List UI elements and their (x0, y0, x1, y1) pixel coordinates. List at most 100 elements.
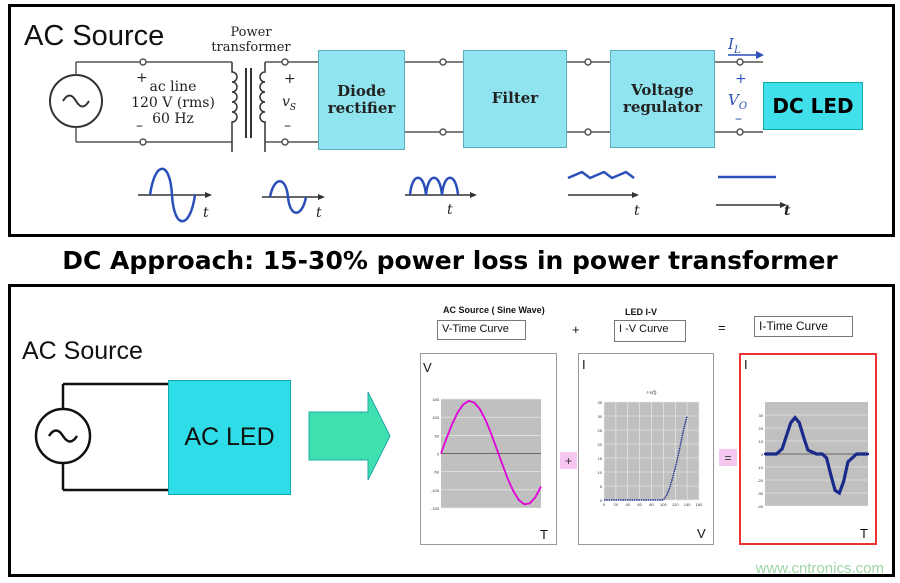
dc-approach-panel (8, 4, 895, 237)
data-point (815, 452, 818, 456)
data-point (802, 435, 805, 439)
y-tick-label: 150 (432, 397, 439, 402)
y-tick-label: 30 (759, 413, 764, 418)
y-tick-label: 0 (437, 452, 440, 457)
iv-curve-box: I -V Curve (614, 320, 686, 342)
power-transformer-label: Power transformer (211, 25, 291, 55)
t-label-2: t (316, 205, 322, 221)
y-tick-label: 0 (600, 498, 603, 503)
data-point (838, 491, 841, 495)
x-tick-label: 160 (696, 502, 703, 507)
y-tick-label: 25 (598, 428, 603, 433)
t-label-3: t (447, 202, 453, 218)
chart3-x-letter: T (860, 526, 868, 541)
data-point (821, 452, 824, 456)
i-time-curve-box: I-Time Curve (754, 316, 853, 337)
y-tick-label: 50 (435, 433, 440, 438)
y-tick-label: 0 (761, 452, 764, 457)
data-point (829, 473, 833, 476)
data-point (798, 421, 801, 424)
iv-chart: 0 5 10 15 20 25 30 35 0 20 40 60 80 100 120 140 160 I-V(f… (598, 390, 704, 507)
data-point (775, 452, 778, 456)
x-tick-label: 60 (637, 502, 642, 507)
t-label-1: t (203, 205, 209, 221)
x-tick-label: 100 (660, 502, 667, 507)
y-tick-label: 20 (598, 442, 603, 447)
y-tick-label: 30 (598, 414, 603, 419)
y-tick-label: -20 (757, 478, 764, 483)
series-line (604, 415, 688, 501)
y-tick-label: 15 (598, 456, 603, 461)
vo-label: VO (728, 91, 748, 112)
chart2-x-letter: V (697, 526, 706, 541)
chart3-y-letter: I (744, 357, 748, 372)
v-time-chart: 150 100 50 0 -50 -100 -150 (431, 397, 542, 511)
y-tick-label: -150 (431, 506, 440, 511)
y-tick-label: 10 (598, 470, 603, 475)
y-tick-label: 5 (600, 484, 603, 489)
data-point (866, 452, 870, 456)
y-tick-label: -10 (757, 465, 764, 470)
data-point (825, 456, 828, 460)
data-point (846, 460, 850, 463)
voltage-regulator-block: Voltage regulator (610, 50, 715, 148)
data-point (806, 448, 810, 452)
vo-minus: – (735, 111, 742, 127)
led-iv-label: LED I-V (625, 307, 658, 317)
y-tick-label: -50 (433, 470, 440, 475)
top-minus-left: – (136, 118, 143, 134)
y-tick-label: -30 (757, 491, 764, 496)
data-point (793, 416, 797, 419)
vs-label: vS (282, 94, 297, 113)
y-tick-label: 100 (432, 415, 439, 420)
filter-block: Filter (463, 50, 567, 148)
headline: DC Approach: 15-30% power loss in power … (62, 246, 838, 275)
top-minus-vs: – (284, 118, 291, 134)
v-time-curve-box: V-Time Curve (437, 320, 526, 340)
y-tick-label: -100 (431, 488, 440, 493)
chart2-y-letter: I (582, 357, 586, 372)
y-tick-label: 10 (759, 439, 764, 444)
ac-line-label: ac line 120 V (rms) 60 Hz (131, 79, 215, 128)
data-point (785, 434, 788, 437)
bottom-ac-source-title: AC Source (22, 337, 143, 365)
diode-rectifier-block: Diode rectifier (318, 50, 405, 150)
t-label-5: t (784, 203, 791, 219)
chart-title: I-V(f) (647, 390, 657, 395)
series-line (440, 399, 542, 506)
dc-led-block: DC LED (763, 82, 863, 130)
y-tick-label: -40 (757, 504, 764, 509)
x-tick-label: 120 (672, 502, 679, 507)
top-plus-left: + (136, 70, 148, 86)
i-time-chart: 30 20 10 0 -10 -20 -30 -40 (757, 402, 870, 509)
equals-operator: = (718, 320, 726, 335)
x-tick-label: 140 (684, 502, 691, 507)
top-ac-source-title: AC Source (24, 20, 165, 52)
chart-plus-badge: + (560, 452, 577, 469)
data-point (842, 480, 845, 483)
x-tick-label: 0 (603, 502, 606, 507)
x-tick-label: 80 (649, 502, 654, 507)
il-label: IL (728, 35, 741, 56)
x-tick-label: 40 (626, 502, 631, 507)
data-point (780, 447, 784, 450)
ac-led-block: AC LED (168, 380, 291, 495)
chart1-x-letter: T (540, 527, 548, 542)
top-circuit-wiring (49, 51, 787, 223)
vo-plus: + (735, 71, 747, 87)
data-point (855, 452, 858, 456)
t-label-4: t (634, 203, 640, 219)
top-plus-vs: + (284, 71, 296, 87)
y-tick-label: 35 (598, 400, 603, 405)
y-tick-label: 20 (759, 426, 764, 431)
x-tick-label: 20 (614, 502, 619, 507)
ac-source-sine-label: AC Source ( Sine Wave) (443, 305, 545, 315)
data-point (763, 452, 767, 456)
watermark: www.cntronics.com (755, 560, 884, 577)
chart1-y-letter: V (423, 360, 432, 375)
plus-operator: + (572, 322, 580, 337)
data-point (789, 421, 792, 424)
data-point (833, 489, 837, 492)
chart-equals-badge: = (719, 449, 737, 466)
